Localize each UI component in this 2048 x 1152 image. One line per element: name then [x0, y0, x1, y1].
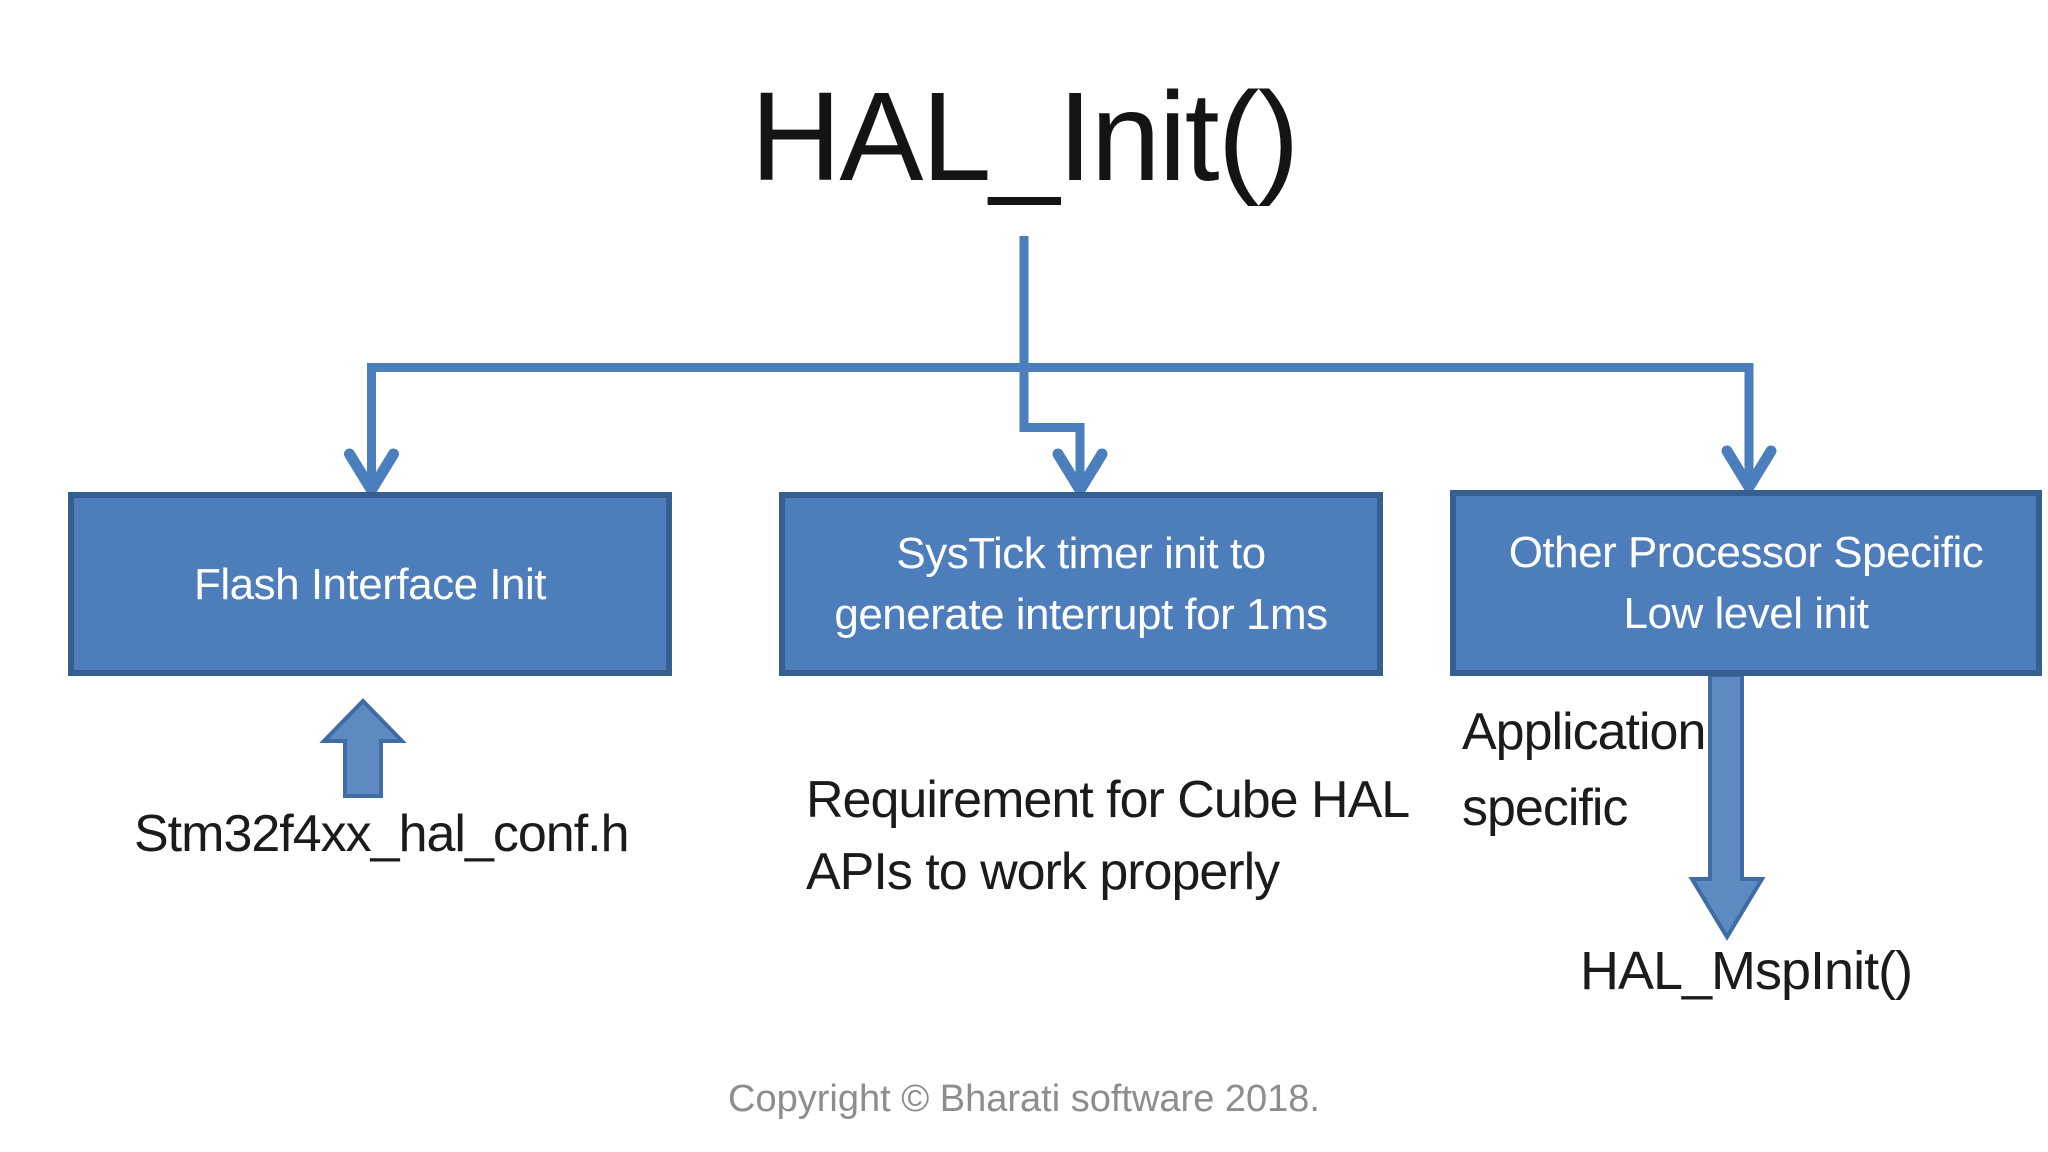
center-arrowhead-icon [1052, 448, 1108, 496]
up-block-arrow-icon [319, 698, 407, 798]
right-arrowhead-icon [1721, 445, 1777, 493]
note-line: Requirement for Cube HAL [806, 771, 1410, 829]
center-elbow-line [1019, 363, 1085, 482]
box-label-line: Low level init [1623, 589, 1869, 638]
copyright-footer: Copyright © Bharati software 2018. [728, 1078, 1320, 1120]
systick-requirement-note: Requirement for Cube HAL APIs to work pr… [806, 764, 1410, 908]
box-systick-timer-init: SysTick timer init to generate interrupt… [779, 492, 1383, 676]
box-label-line: SysTick timer init to [896, 529, 1266, 578]
box-label-line: generate interrupt for 1ms [834, 590, 1328, 639]
note-line: APIs to work properly [806, 843, 1280, 901]
down-block-arrow-icon [1688, 673, 1766, 941]
left-arrowhead-icon [344, 448, 399, 496]
page-title: HAL_Init() [750, 66, 1299, 207]
application-specific-note: Application specific [1462, 694, 1706, 846]
box-label-line: Flash Interface Init [194, 559, 546, 609]
note-line: specific [1462, 779, 1628, 837]
box-label-line: Other Processor Specific [1508, 528, 1984, 577]
box-flash-interface-init: Flash Interface Init [68, 492, 672, 676]
note-line: Application [1462, 703, 1706, 761]
box-other-processor-specific: Other Processor Specific Low level init [1450, 490, 2042, 676]
flash-config-file-label: Stm32f4xx_hal_conf.h [134, 805, 630, 863]
msp-init-callback-label: HAL_MspInit() [1579, 941, 1913, 1001]
